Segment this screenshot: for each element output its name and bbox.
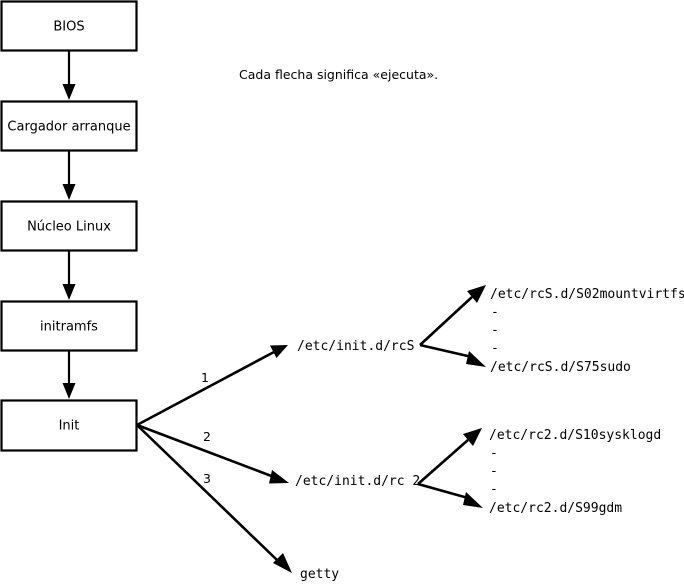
- rcs-ellipsis-2: -: [491, 323, 499, 338]
- rc2-ellipsis-1: -: [490, 446, 498, 461]
- branch-2-arrow: [136, 423, 289, 484]
- rc2-ellipsis-2: -: [490, 464, 498, 479]
- node-bootloader-rect: [0, 100, 138, 152]
- node-kernel: Núcleo Linux: [0, 200, 138, 252]
- branch-1-arrow: [136, 345, 288, 427]
- node-bios: BIOS: [0, 0, 138, 52]
- branch-3-target-label: getty: [300, 567, 339, 582]
- rc2-branch-first-arrow: [417, 428, 482, 485]
- rcs-script-first: /etc/rcS.d/S02mountvirtfs: [490, 287, 684, 302]
- node-bios-rect: [0, 0, 138, 52]
- rcs-ellipsis-1: -: [491, 305, 499, 320]
- branch-2-target-label: /etc/init.d/rc 2: [295, 474, 420, 489]
- rcs-script-last: /etc/rcS.d/S75sudo: [490, 360, 631, 375]
- node-kernel-rect: [0, 200, 138, 252]
- diagram-caption: Cada flecha significa «ejecuta».: [239, 67, 438, 82]
- node-initramfs-rect: [0, 300, 138, 352]
- arrow-bios-to-bootloader: [62, 51, 76, 100]
- rc2-branch-last-arrow: [417, 482, 483, 508]
- arrow-kernel-to-initramfs: [62, 251, 76, 300]
- arrow-initramfs-to-init: [62, 351, 76, 399]
- rcs-branch-last-arrow: [419, 343, 486, 367]
- node-init-rect: [0, 399, 138, 452]
- branch-1-target-label: /etc/init.d/rcS: [297, 339, 414, 354]
- arrow-bootloader-to-kernel: [62, 151, 76, 200]
- node-initramfs: initramfs: [0, 300, 138, 352]
- branch-3-arrow: [136, 424, 292, 573]
- branch-2-number: 2: [203, 429, 211, 444]
- node-bootloader: Cargador arranque: [0, 100, 138, 152]
- node-bios-label: BIOS: [53, 20, 84, 35]
- rc2-ellipsis-3: -: [490, 482, 498, 497]
- node-initramfs-label: initramfs: [40, 320, 98, 335]
- node-init-label: Init: [59, 419, 80, 434]
- rcs-branch-first-arrow: [419, 285, 486, 346]
- rc2-script-last: /etc/rc2.d/S99gdm: [489, 501, 622, 516]
- node-kernel-label: Núcleo Linux: [27, 220, 111, 235]
- rcs-ellipsis-3: -: [491, 341, 499, 356]
- node-bootloader-label: Cargador arranque: [7, 120, 130, 135]
- branch-3-number: 3: [203, 471, 211, 486]
- branch-1-number: 1: [201, 370, 209, 385]
- node-init: Init: [0, 399, 138, 452]
- rc2-script-first: /etc/rc2.d/S10sysklogd: [489, 428, 661, 443]
